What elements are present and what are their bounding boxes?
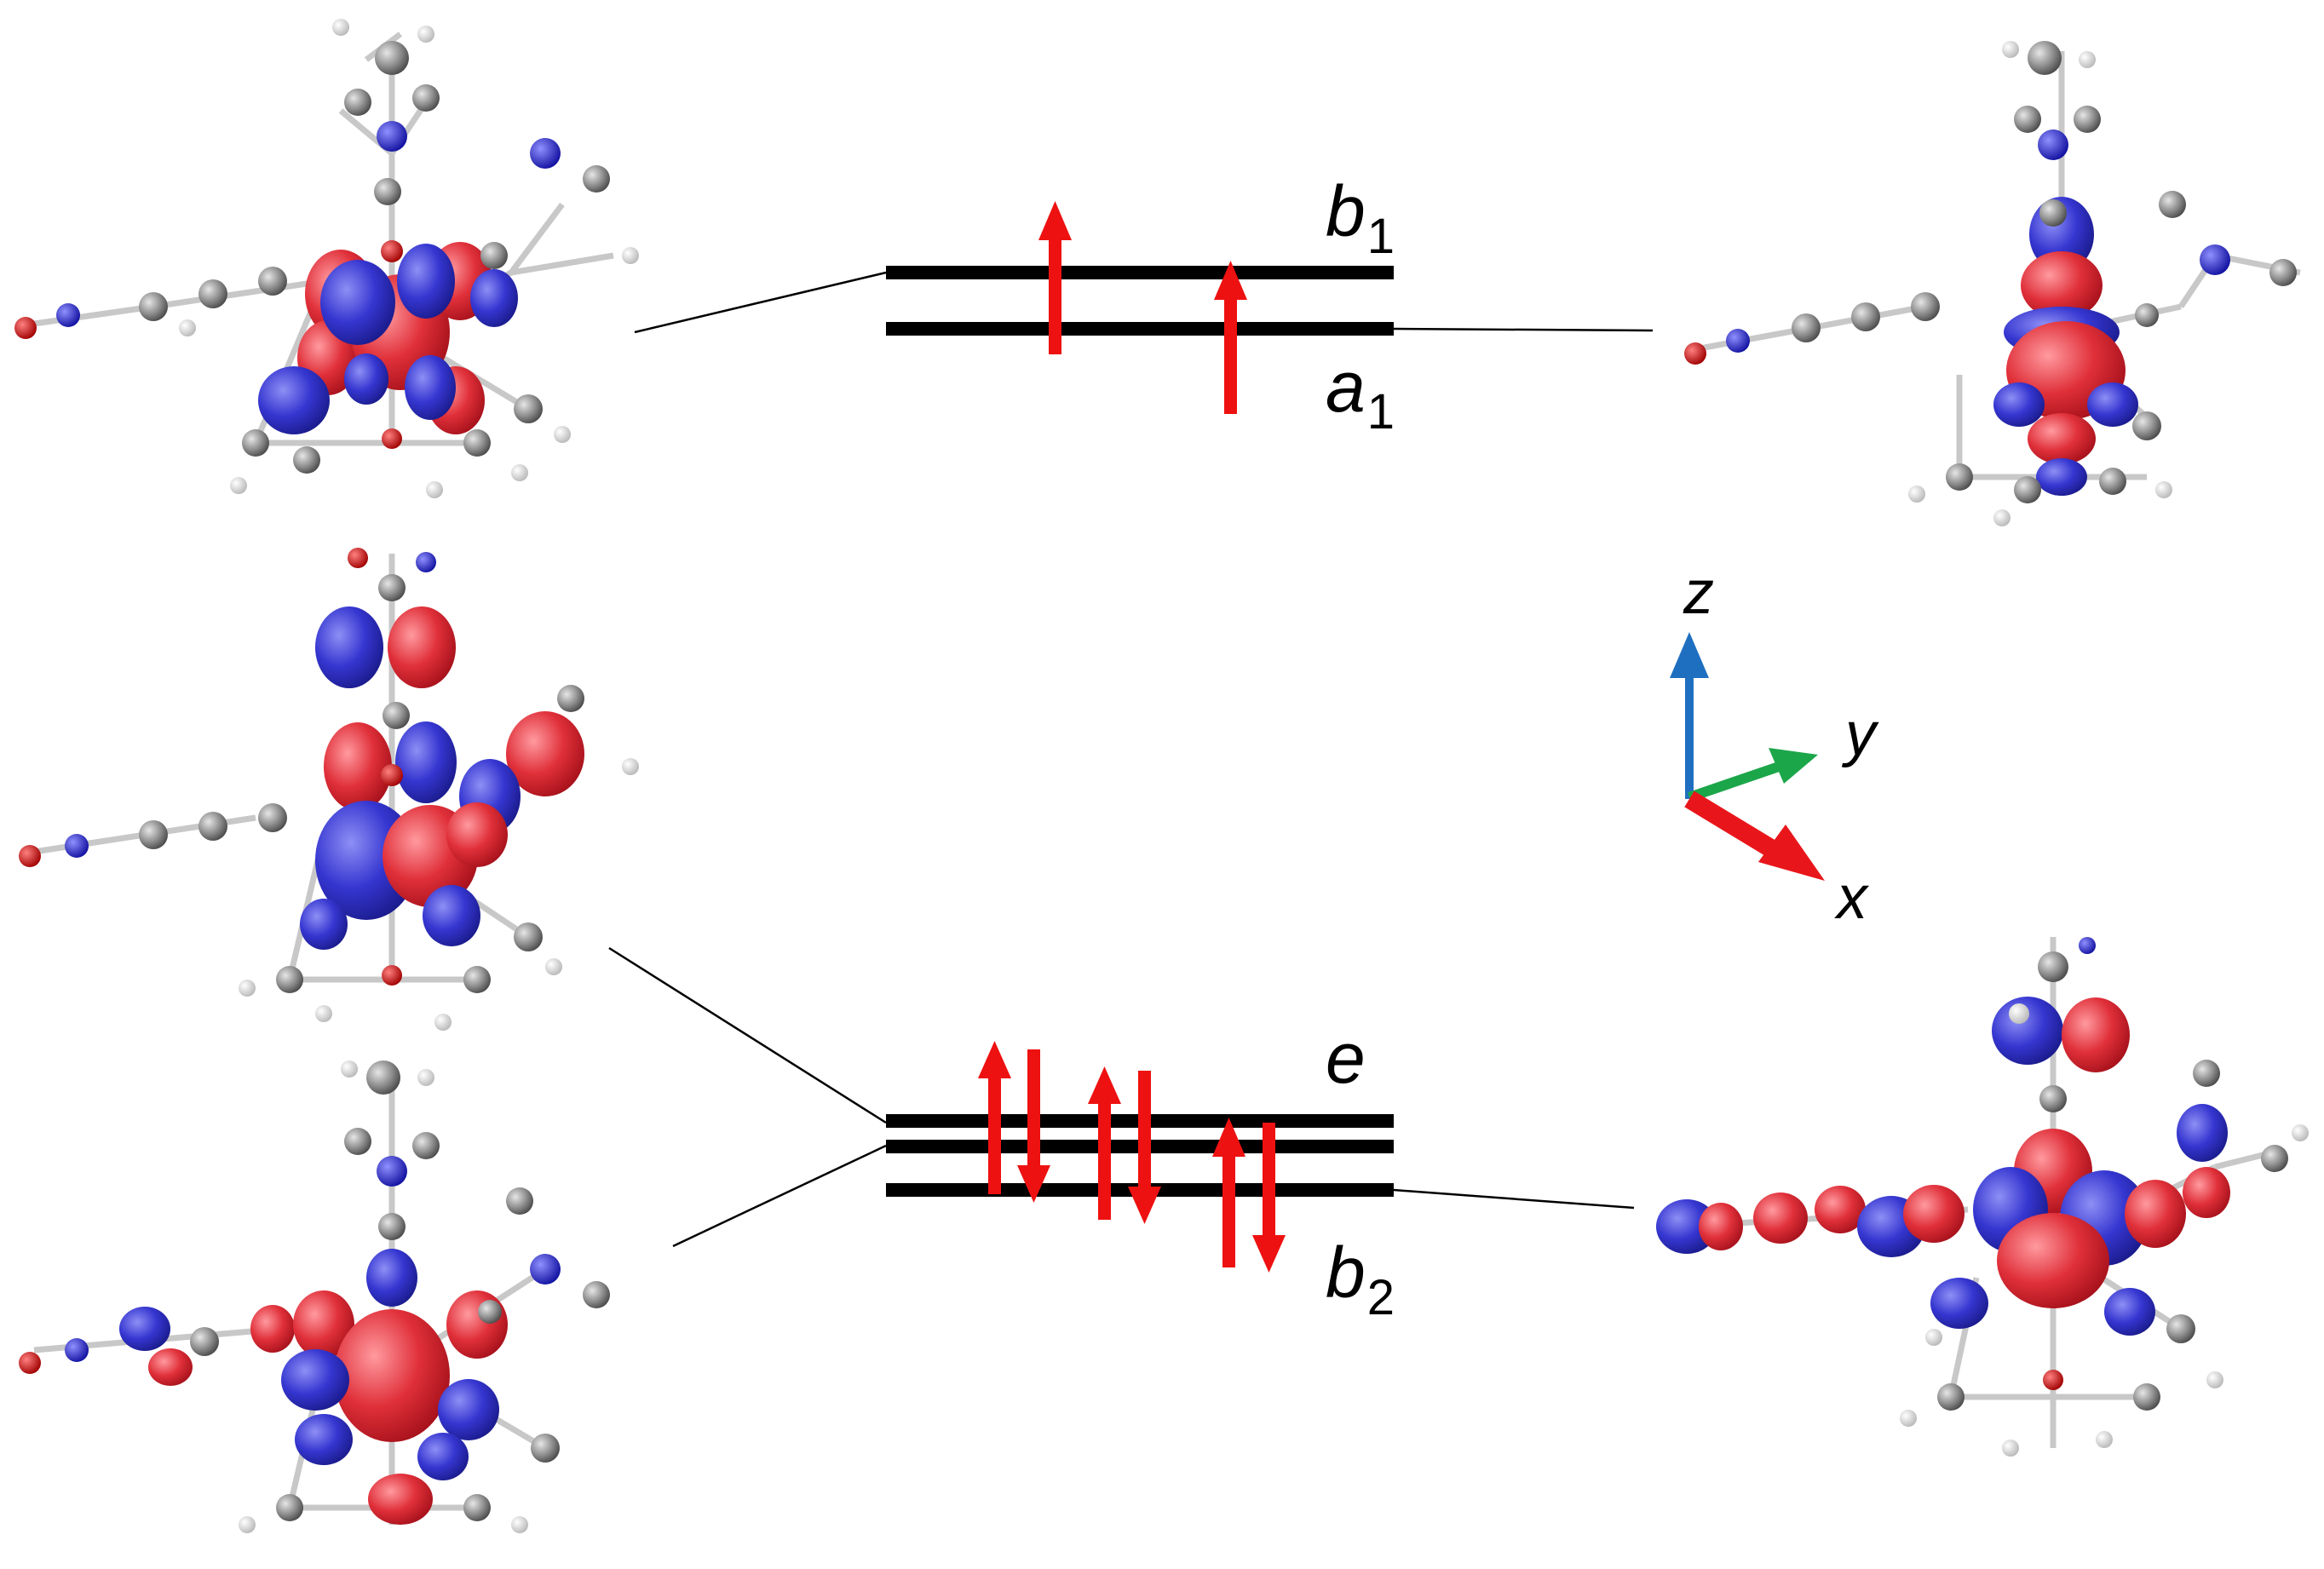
molecule-b2-orbital [1656, 937, 2309, 1457]
label-b2: b2 [1326, 1237, 1395, 1323]
y-axis-arrow [1688, 748, 1818, 802]
molecule-b1-orbital [14, 19, 639, 498]
x-axis-arrow [1684, 790, 1825, 881]
correlation-lines [608, 271, 1654, 1248]
label-a1-subscript: 1 [1366, 384, 1395, 440]
molecule-e-orbital-2 [19, 1060, 610, 1533]
molecule-e-orbital-1 [19, 548, 639, 1031]
spin-up-arrow [1214, 261, 1247, 414]
label-b2-letter: b [1326, 1233, 1366, 1313]
axes-triad [1670, 632, 1825, 881]
label-b1-subscript: 1 [1366, 209, 1395, 265]
electrons-lower [978, 1041, 1286, 1273]
axis-label-z: z [1683, 559, 1714, 627]
energy-levels [886, 266, 1394, 1197]
label-b1: b1 [1326, 175, 1395, 262]
label-b1-letter: b [1326, 171, 1366, 251]
axis-label-x: x [1837, 864, 1867, 932]
label-a1-letter: a [1326, 347, 1366, 427]
label-e-letter: e [1326, 1018, 1366, 1098]
spin-up-arrow [978, 1041, 1011, 1194]
spin-up-arrow [1212, 1118, 1245, 1267]
spin-down-arrow [1017, 1049, 1050, 1203]
spin-down-arrow [1252, 1123, 1286, 1273]
z-axis-arrow [1670, 632, 1709, 799]
spin-up-arrow [1038, 201, 1072, 354]
axis-label-y: y [1845, 700, 1876, 768]
label-b2-subscript: 2 [1366, 1270, 1395, 1326]
spin-up-arrow [1088, 1066, 1121, 1220]
spin-down-arrow [1128, 1071, 1161, 1224]
label-e: e [1326, 1022, 1366, 1094]
electrons-upper [1038, 201, 1247, 414]
molecule-a1-orbital [1684, 41, 2301, 526]
label-a1: a1 [1326, 351, 1395, 437]
